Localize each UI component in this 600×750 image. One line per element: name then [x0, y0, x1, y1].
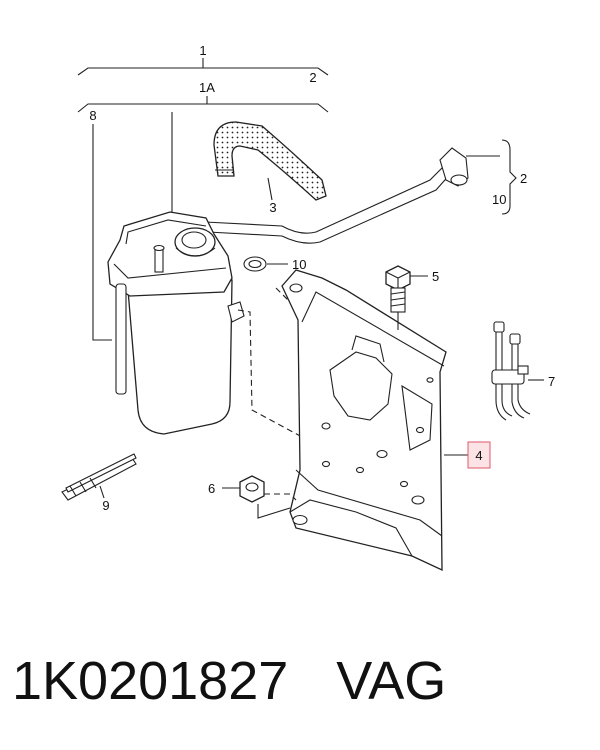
cable-tie-9 [61, 453, 137, 501]
callout-9[interactable]: 9 [102, 498, 109, 513]
callout-4[interactable]: 4 [475, 448, 482, 463]
callout-1a[interactable]: 1A [199, 80, 215, 95]
callout-10-right[interactable]: 10 [492, 192, 506, 207]
callout-2-top[interactable]: 2 [309, 70, 316, 85]
vent-line [204, 147, 469, 244]
mounting-bracket-4 [281, 269, 447, 572]
callout-5[interactable]: 5 [432, 269, 439, 284]
carbon-canister [107, 211, 245, 435]
part-number-footer: 1K0201827 VAG [12, 650, 446, 712]
exploded-parts-diagram: 1 2 1A 8 3 2 10 [61, 43, 555, 572]
brace-2-10 [466, 139, 517, 215]
part-number: 1K0201827 [12, 651, 289, 711]
leader-9 [99, 485, 105, 499]
hose-3 [213, 121, 327, 201]
callout-3[interactable]: 3 [269, 200, 276, 215]
callout-2-right[interactable]: 2 [520, 171, 527, 186]
leader-8 [92, 124, 112, 341]
callout-7[interactable]: 7 [548, 374, 555, 389]
callout-8[interactable]: 8 [89, 108, 96, 123]
brand-name: VAG [336, 651, 447, 711]
leader-3 [267, 177, 273, 201]
callout-10-mid[interactable]: 10 [292, 257, 306, 272]
nut-6 [239, 475, 265, 503]
bracket-1a [77, 96, 329, 113]
fuel-lines-7 [491, 321, 531, 421]
callout-4-highlight [467, 441, 491, 469]
callout-1[interactable]: 1 [199, 43, 206, 58]
callout-6[interactable]: 6 [208, 481, 215, 496]
bolt-5 [385, 265, 411, 313]
assembly-dashline-3 [264, 493, 297, 501]
leader-nut [257, 504, 291, 519]
bracket-1 [77, 58, 329, 76]
